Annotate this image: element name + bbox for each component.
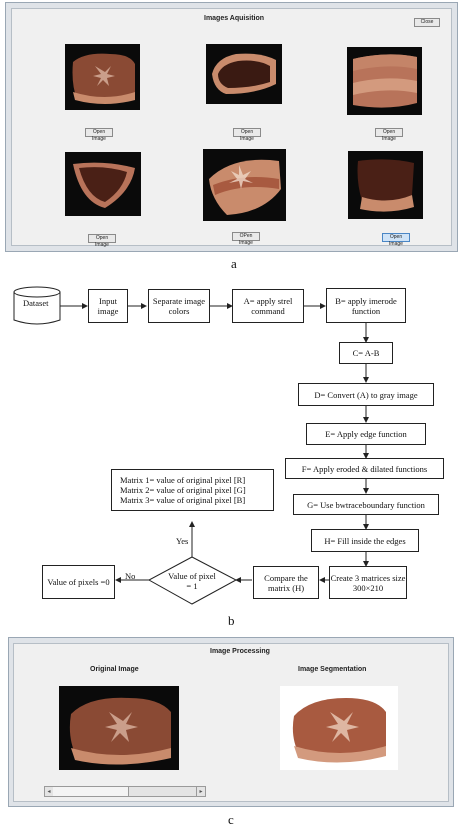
bwtraceboundary-box: G= Use bwtraceboundary function <box>293 494 439 515</box>
close-button[interactable]: Close <box>414 18 440 27</box>
decision-diamond <box>147 556 238 605</box>
matrix-2-line: Matrix 2= value of original pixel [G] <box>120 485 246 495</box>
imerode-box: B= apply imerode function <box>326 288 406 323</box>
matrix-3-line: Matrix 3= value of original pixel [B] <box>120 495 246 505</box>
scrollbar-thumb[interactable] <box>53 787 129 796</box>
open-image-button-2[interactable]: Open Image <box>233 128 261 142</box>
decision-label: Value of pixel = 1 <box>168 571 216 591</box>
pottery-image-3 <box>347 47 422 115</box>
image-acquisition-window: Images Aquisition Close Open Image Op <box>5 2 458 252</box>
open-image-button-1[interactable]: Open Image <box>85 128 113 142</box>
open-image-button-3[interactable]: Open Image <box>375 128 403 142</box>
window-title: Images Aquisition <box>204 15 265 22</box>
window-title: Image Processing <box>210 648 270 655</box>
dataset-cylinder <box>13 286 61 325</box>
erode-dilate-box: F= Apply eroded & dilated functions <box>285 458 444 479</box>
image-processing-window: Image Processing Original Image Image Se… <box>8 637 454 807</box>
open-image-button-5[interactable]: OPen Image <box>232 232 260 246</box>
subtract-box: C= A-B <box>339 342 393 364</box>
segmentation-label: Image Segmentation <box>298 666 367 673</box>
original-image-label: Original Image <box>90 666 139 673</box>
segmented-image <box>280 686 398 770</box>
pottery-image-6 <box>348 151 423 219</box>
zero-value-box: Value of pixels =0 <box>42 565 115 599</box>
compare-matrix-box: Compare the matrix (H) <box>253 566 319 599</box>
separate-colors-box: Separate image colors <box>148 289 210 323</box>
pottery-image-4 <box>65 152 141 216</box>
original-image <box>59 686 179 770</box>
pottery-image-1 <box>65 44 140 110</box>
caption-b: b <box>228 613 235 628</box>
create-matrices-box: Create 3 matrices size 300×210 <box>329 566 407 599</box>
pottery-image-5 <box>203 149 286 221</box>
caption-a: a <box>231 256 237 271</box>
open-image-button-6[interactable]: Open Image <box>382 233 410 247</box>
strel-box: A= apply strel command <box>232 289 304 323</box>
window-client-area: Image Processing Original Image Image Se… <box>13 643 449 802</box>
input-image-box: Input image <box>88 289 128 323</box>
scroll-right-arrow-icon[interactable]: ▸ <box>196 787 205 796</box>
flowchart-connectors <box>13 286 369 605</box>
window-client-area: Images Aquisition Close Open Image Op <box>11 8 452 248</box>
caption-c: c <box>228 812 234 827</box>
yes-label: Yes <box>176 536 189 546</box>
no-label: No <box>125 571 136 581</box>
dataset-label: Dataset <box>23 298 49 308</box>
pottery-image-2 <box>206 44 282 104</box>
gray-convert-box: D= Convert (A) to gray image <box>298 383 434 406</box>
fill-edges-box: H= Fill inside the edges <box>311 529 419 552</box>
edge-function-box: E= Apply edge function <box>306 423 426 445</box>
matrix-1-line: Matrix 1= value of original pixel [R] <box>120 475 246 485</box>
matrix-assign-box: Matrix 1= value of original pixel [R] Ma… <box>111 469 274 511</box>
horizontal-scrollbar[interactable]: ◂ ▸ <box>44 786 206 797</box>
open-image-button-4[interactable]: Open Image <box>88 234 116 248</box>
